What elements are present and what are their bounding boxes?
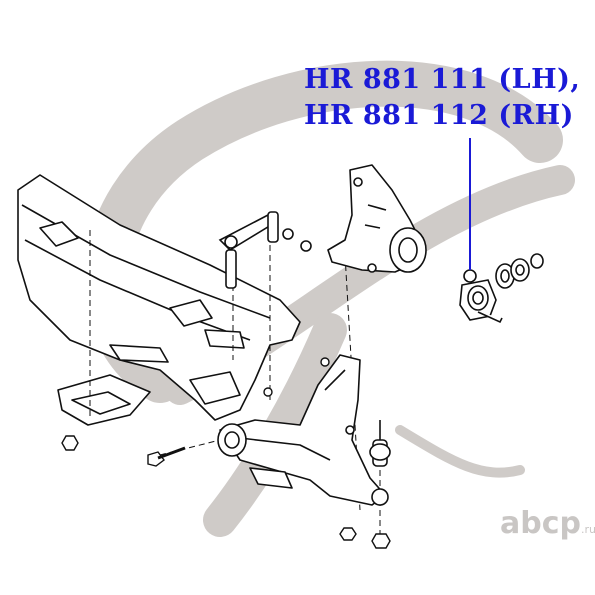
watermark-word: abcp	[500, 506, 581, 541]
subframe	[17, 174, 301, 426]
lower-control-arm	[217, 354, 389, 506]
ball-joint	[369, 420, 391, 467]
part-number-right: HR 881 112 (RH)	[304, 100, 574, 131]
watermark-suffix: .ru	[580, 523, 595, 536]
watermark-text: abcp.ru	[500, 506, 595, 541]
stabilizer-link	[218, 211, 312, 289]
fasteners	[61, 357, 391, 549]
control-arm-bushing	[459, 253, 544, 324]
part-number-left: HR 881 111 (LH),	[304, 64, 581, 95]
steering-knuckle	[327, 164, 427, 273]
